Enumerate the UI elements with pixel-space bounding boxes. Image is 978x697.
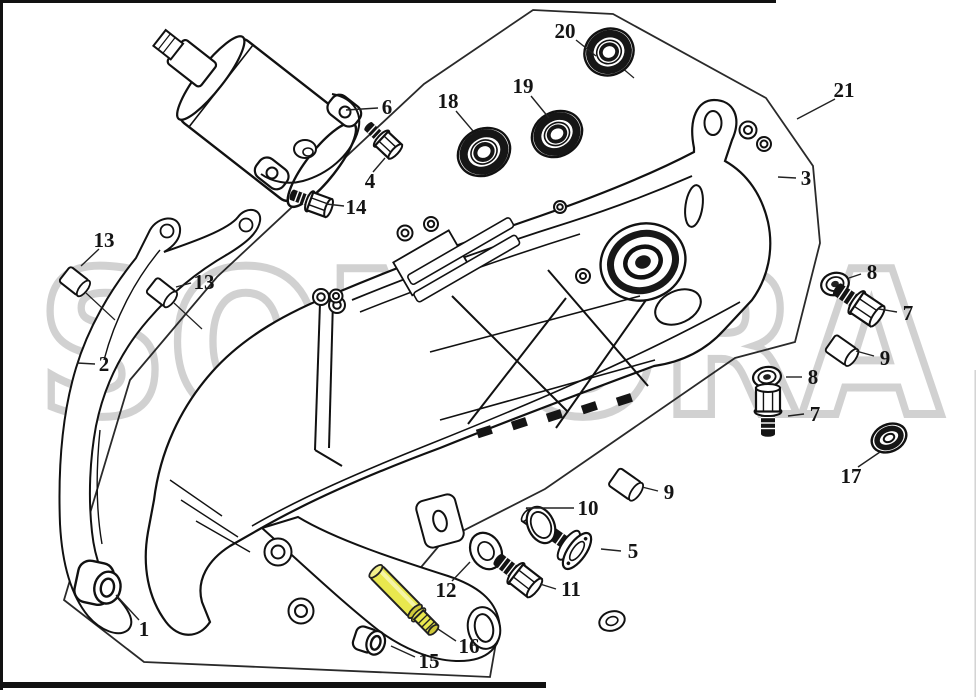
part-label-14: 14: [346, 195, 368, 219]
leader-line-1: [115, 594, 140, 621]
oring-10-drawing: [525, 505, 557, 545]
leader-line-6: [345, 107, 379, 111]
bearing-20-drawing: [583, 27, 635, 77]
part-label-7: 7: [903, 301, 914, 325]
part-label-9: 9: [880, 346, 891, 370]
dowel-pin-13-drawing: [145, 277, 178, 309]
leader-line-18: [455, 110, 474, 132]
spacer-9-drawing: [824, 334, 860, 367]
leader-line-21: [796, 98, 836, 120]
leader-line-14: [325, 203, 345, 207]
leader-line-8: [848, 273, 862, 279]
leader-line-19: [530, 95, 550, 119]
leader-line-5: [600, 548, 622, 552]
spacer-9-drawing: [608, 467, 644, 502]
crank-boss: [599, 222, 687, 302]
leader-line-13: [175, 282, 192, 288]
part-label-15: 15: [419, 649, 440, 673]
bearing-19-drawing: [530, 109, 584, 159]
part-label-3: 3: [801, 166, 812, 190]
leader-line-7: [878, 308, 898, 313]
part-label-17: 17: [841, 464, 862, 488]
part-label-8: 8: [867, 260, 878, 284]
rubber-mount-part1-drawing: [73, 559, 122, 607]
stamped-parts: [58, 27, 886, 599]
leader-line-16: [437, 628, 457, 642]
leader-line-9: [641, 486, 659, 492]
leader-line-11: [539, 583, 557, 590]
part-label-18: 18: [438, 89, 459, 113]
leader-line-20: [575, 39, 597, 57]
part-label-13: 13: [94, 228, 115, 252]
bushing-part15-drawing: [351, 625, 387, 656]
oil-seal-part17-drawing: [870, 422, 908, 454]
leader-line-2: [76, 362, 96, 365]
bearing-18-drawing: [456, 126, 512, 178]
part-label-9: 9: [664, 480, 675, 504]
part-label-13: 13: [194, 270, 215, 294]
part-label-6: 6: [382, 95, 393, 119]
leader-line-17: [857, 451, 881, 468]
leader-line-3: [777, 176, 797, 179]
dowel-pin-13-drawing: [58, 266, 91, 298]
part-label-19: 19: [513, 74, 534, 98]
leader-line-15: [390, 645, 416, 658]
part-label-5: 5: [628, 539, 639, 563]
washer-12-drawing: [468, 531, 504, 571]
part-label-2: 2: [99, 352, 110, 376]
part-label-8: 8: [808, 365, 819, 389]
part-label-10: 10: [578, 496, 599, 520]
leader-line-13: [80, 248, 100, 267]
part-label-12: 12: [436, 578, 457, 602]
bolt-11-drawing: [493, 553, 544, 599]
leader-line-12: [451, 561, 471, 582]
bolt-7-drawing: [832, 283, 886, 328]
starter-motor-drawing: [151, 28, 363, 208]
part-label-7: 7: [810, 402, 821, 426]
part-label-1: 1: [139, 617, 150, 641]
leader-line-4: [372, 157, 386, 173]
part-label-21: 21: [834, 78, 855, 102]
leader-line-9: [855, 350, 875, 357]
part-label-11: 11: [561, 577, 581, 601]
crankcase-drawing: [144, 98, 772, 663]
bolt-14-drawing: [289, 189, 334, 219]
highlighted-stud-part16-drawing: [368, 563, 440, 636]
part-label-4: 4: [365, 169, 376, 193]
part-label-16: 16: [459, 634, 480, 658]
leader-line-7: [787, 413, 805, 417]
bolt-7-drawing: [753, 383, 783, 437]
part-label-20: 20: [555, 19, 576, 43]
bolt-4-drawing: [364, 122, 404, 160]
